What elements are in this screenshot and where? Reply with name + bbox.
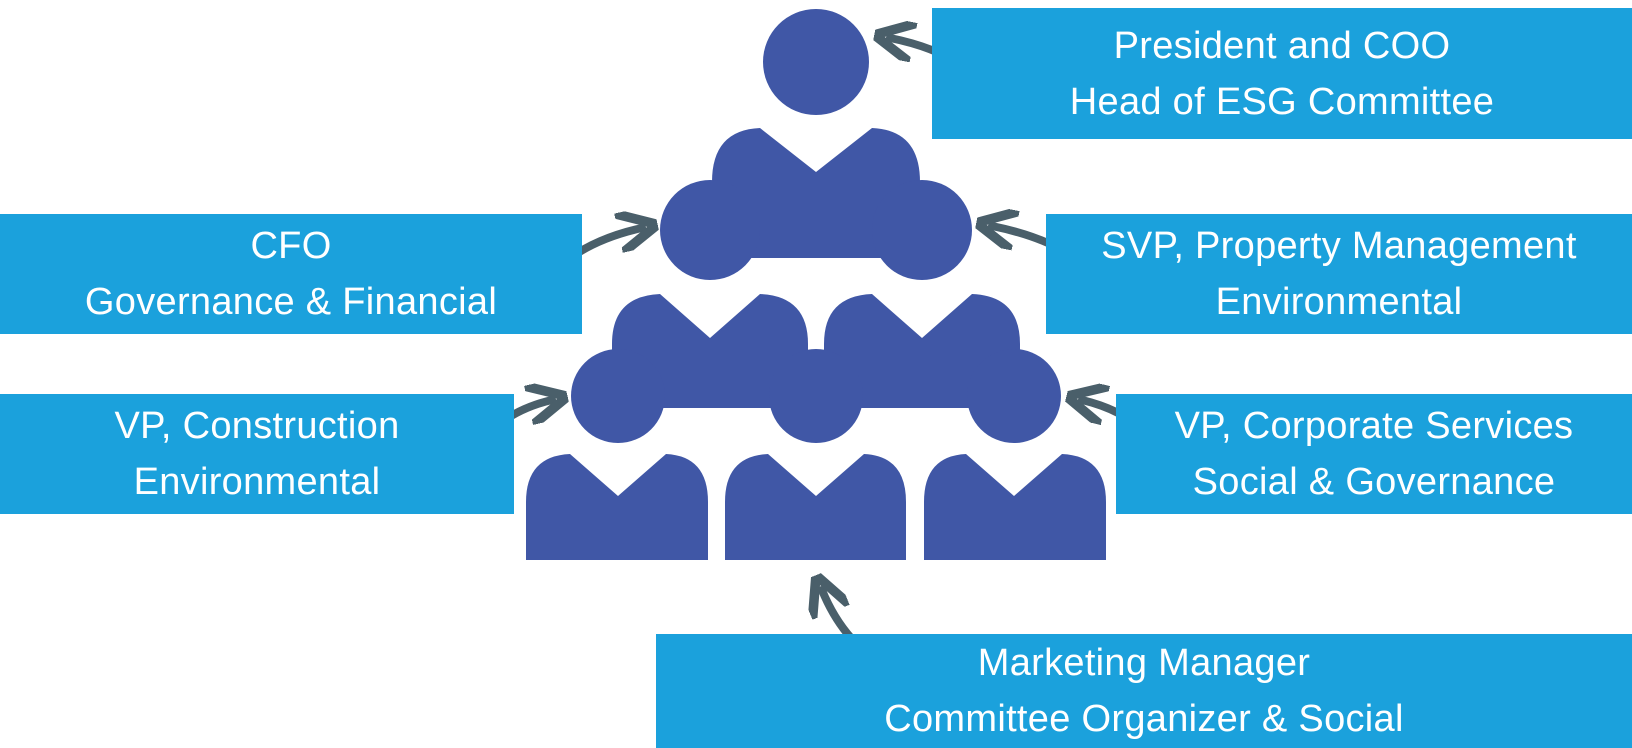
role-area: Head of ESG Committee — [1069, 80, 1495, 123]
role-area: Environmental — [1215, 281, 1463, 323]
role-box-vp-corporate: VP, Corporate Services Social & Governan… — [1116, 394, 1632, 514]
role-title: Marketing Manager — [977, 642, 1311, 684]
role-title: VP, Corporate Services — [1174, 405, 1574, 447]
person-icon-president — [712, 9, 920, 258]
role-title: SVP, Property Management — [1101, 225, 1577, 267]
role-area: Social & Governance — [1192, 461, 1556, 503]
role-area: Committee Organizer & Social — [884, 698, 1404, 740]
role-title: CFO — [250, 225, 332, 267]
role-area: Environmental — [133, 461, 381, 503]
role-box-marketing: Marketing Manager Committee Organizer & … — [656, 634, 1632, 748]
role-area: Governance & Financial — [84, 281, 498, 323]
role-title: President and COO — [1113, 24, 1451, 67]
person-icon-marketing — [725, 349, 906, 560]
role-title: VP, Construction — [114, 405, 400, 447]
role-box-svp-property: SVP, Property Management Environmental — [1046, 214, 1632, 334]
role-box-vp-construction: VP, Construction Environmental — [0, 394, 514, 514]
person-icon-vp-corporate — [924, 349, 1106, 560]
person-icon-vp-construction — [526, 349, 708, 560]
role-box-president: President and COO Head of ESG Committee — [932, 8, 1632, 139]
role-box-cfo: CFO Governance & Financial — [0, 214, 582, 334]
